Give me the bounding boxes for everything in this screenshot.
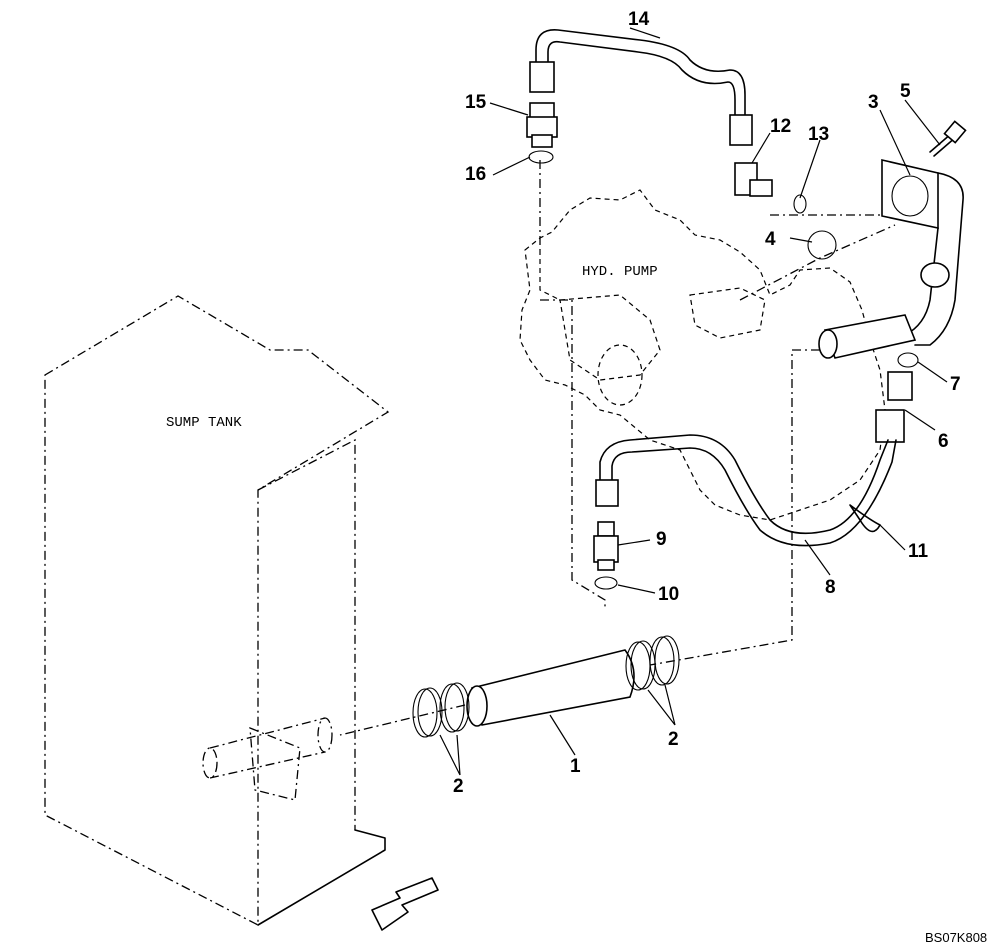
- rubber-hose-1: [466, 649, 635, 727]
- sump-tank-label: SUMP TANK: [166, 415, 242, 431]
- flange-3: [881, 158, 964, 346]
- callout-2-right: 2: [668, 729, 679, 750]
- threaded-pipe: [818, 314, 917, 359]
- oring-13: [793, 194, 807, 214]
- oring-7: [897, 352, 919, 368]
- callout-7: 7: [950, 374, 961, 395]
- callout-3: 3: [868, 92, 879, 113]
- hose-14: [529, 29, 753, 146]
- callout-10: 10: [658, 584, 679, 605]
- connection-line-4: [739, 224, 896, 301]
- fitting-15: [526, 102, 558, 148]
- connection-line-tube: [649, 349, 820, 666]
- hose-clamps-2-left: [412, 682, 470, 738]
- connection-line-tank: [339, 704, 466, 736]
- callout-numbers: 1 2 2 3 4 5 6 7 8 9 10 11 12 13 14 15 16: [453, 9, 961, 797]
- callout-leaders: [439, 27, 948, 776]
- callout-4: 4: [765, 229, 776, 250]
- bolt-5: [929, 120, 967, 157]
- callout-8: 8: [825, 577, 836, 598]
- fitting-9: [593, 521, 619, 571]
- callout-6: 6: [938, 431, 949, 452]
- callout-5: 5: [900, 81, 911, 102]
- callout-1: 1: [570, 756, 581, 777]
- callout-11: 11: [908, 541, 929, 562]
- callout-9: 9: [656, 529, 667, 550]
- callout-2-left: 2: [453, 776, 464, 797]
- callout-14: 14: [628, 9, 650, 30]
- hose-clamps-2-right: [625, 635, 680, 691]
- sump-tank: SUMP TANK: [44, 295, 390, 927]
- callout-16: 16: [465, 164, 486, 185]
- oring-16: [528, 150, 554, 164]
- hyd-pump-label: HYD. PUMP: [582, 264, 658, 280]
- callout-13: 13: [808, 124, 829, 145]
- callout-12: 12: [770, 116, 791, 137]
- drawing-reference: BS07K808: [925, 930, 987, 945]
- callout-15: 15: [465, 92, 487, 113]
- fitting-6: [875, 371, 913, 443]
- elbow-fitting-12: [734, 162, 773, 197]
- oring-10: [594, 576, 618, 590]
- front-direction-arrow: [371, 877, 439, 931]
- oring-4: [807, 230, 837, 260]
- connection-line-port: [540, 299, 606, 610]
- hose-8: [595, 434, 897, 547]
